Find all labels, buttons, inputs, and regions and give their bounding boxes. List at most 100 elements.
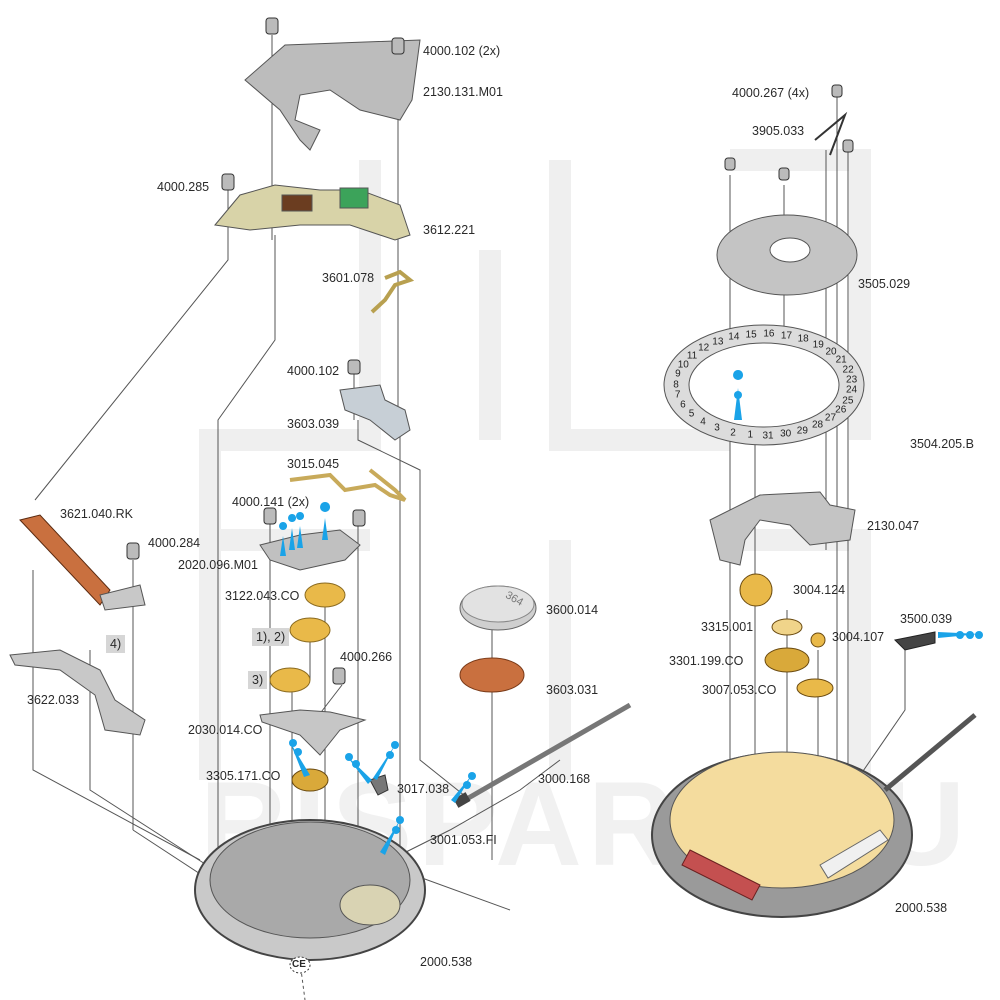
crown-shape: [453, 792, 471, 808]
oil-marker-icon: [288, 514, 297, 550]
label-3017-038: 3017.038: [397, 782, 450, 796]
date-ring-number: 1: [747, 429, 753, 441]
contact-spring-shape: [370, 269, 415, 314]
date-ring-number: 14: [728, 331, 740, 343]
screw-icon: [842, 139, 854, 153]
stem-right-shape: [883, 713, 977, 792]
date-ring-number: 5: [688, 408, 695, 420]
screw-icon: [352, 509, 366, 527]
screw-icon: [221, 173, 235, 191]
date-ring-number: 25: [842, 395, 854, 406]
label-3621-040-rk: 3621.040.RK: [60, 507, 133, 521]
date-ring-number: 28: [811, 419, 824, 431]
label-4000-102: 4000.102: [287, 364, 340, 378]
part-3017-shape: [369, 774, 389, 796]
wheel-1-2-shape: [289, 617, 331, 643]
label-3603-039: 3603.039: [287, 417, 340, 431]
label-2000-538-left: 2000.538: [420, 955, 473, 969]
label-4000-141-2x: 4000.141 (2x): [232, 495, 310, 509]
date-ring-number: 18: [797, 333, 809, 345]
date-ring-number: 7: [674, 389, 681, 401]
oil-marker-icon: [296, 512, 305, 548]
screw-icon: [778, 167, 790, 181]
label-3622-033: 3622.033: [27, 693, 80, 707]
date-ring-number: 12: [698, 342, 710, 354]
washer-shape: [771, 618, 803, 636]
label-3315-001: 3315.001: [701, 620, 754, 634]
bridge-2030-shape: [259, 709, 367, 756]
oil-marker-icon: [320, 502, 331, 540]
ce-mark: CE: [292, 959, 306, 970]
label-3612-221: 3612.221: [423, 223, 476, 237]
label-3000-168: 3000.168: [538, 772, 591, 786]
date-ring-number: 2: [730, 427, 736, 439]
label-3004-124: 3004.124: [793, 583, 846, 597]
label-2020-096-m01: 2020.096.M01: [178, 558, 258, 572]
note-4: 4): [106, 635, 126, 653]
hook-spring-shape: [814, 111, 848, 156]
screw-icon: [347, 359, 361, 375]
date-ring-number: 8: [673, 379, 679, 391]
screw-icon: [263, 507, 277, 525]
wheel-3004-107-shape: [810, 632, 826, 648]
screw-icon: [391, 37, 405, 55]
date-ring-number: 16: [763, 328, 775, 340]
insulator-shape: [459, 657, 525, 693]
circuit-chip: [339, 187, 369, 209]
screw-icon: [724, 157, 736, 171]
circuit-board-shape: [214, 184, 411, 241]
screw-icon: [265, 17, 279, 35]
date-ring-number: 20: [825, 346, 837, 358]
date-ring-number: 26: [835, 404, 847, 416]
bridge-2130-131-shape: [244, 39, 421, 151]
label-3305-171-co: 3305.171.CO: [206, 769, 281, 783]
screw-icon: [332, 667, 346, 685]
label-3004-107: 3004.107: [832, 630, 885, 644]
spring-3603-shape: [339, 384, 411, 441]
wheel-3122-shape: [304, 582, 346, 608]
date-ring-number: 29: [796, 425, 808, 437]
oil-marker-icon: [373, 745, 395, 780]
lever-3015-shape: [289, 468, 407, 502]
label-2030-014-co: 2030.014.CO: [188, 723, 263, 737]
date-ring-number: 15: [745, 329, 757, 341]
date-ring-number: 27: [824, 412, 837, 424]
label-3015-045: 3015.045: [287, 457, 340, 471]
label-3905-033: 3905.033: [752, 124, 805, 138]
label-3500-039: 3500.039: [900, 612, 953, 626]
label-4000-266: 4000.266: [340, 650, 393, 664]
date-ring-number: 11: [686, 350, 698, 362]
ce-mark-circle: [289, 956, 311, 974]
label-4000-267-4x: 4000.267 (4x): [732, 86, 810, 100]
stator-shape: [9, 649, 146, 736]
screw-icon: [126, 542, 140, 560]
label-3505-029: 3505.029: [858, 277, 911, 291]
label-3301-199-co: 3301.199.CO: [669, 654, 744, 668]
date-ring-number: 9: [675, 368, 681, 380]
label-2130-131-m01: 2130.131.M01: [423, 85, 503, 99]
date-ring-number: 21: [835, 354, 847, 366]
date-ring-number: 24: [845, 384, 858, 396]
date-ring-number: 22: [842, 364, 854, 376]
coil-red-shape: [681, 849, 761, 901]
label-4000-285: 4000.285: [157, 180, 210, 194]
screw-icon: [831, 84, 843, 98]
date-ring-number: 3: [714, 422, 720, 434]
note-3: 3): [248, 671, 268, 689]
label-3603-031: 3603.031: [546, 683, 599, 697]
label-4000-102-2x: 4000.102 (2x): [423, 44, 501, 58]
wheel-3-shape: [269, 667, 311, 693]
date-ring-number: 17: [780, 330, 793, 342]
date-ring-number: 13: [712, 336, 724, 348]
oil-marker-icon: [279, 522, 288, 556]
label-4000-284: 4000.284: [148, 536, 201, 550]
label-3504-205-b: 3504.205.B: [910, 437, 974, 451]
wheel-3004-124-shape: [739, 573, 773, 607]
plate-2130-047-shape: [709, 491, 856, 566]
label-2130-047: 2130.047: [867, 519, 920, 533]
wheel-3007-shape: [796, 678, 834, 698]
lever-3500-shape: [893, 631, 936, 651]
